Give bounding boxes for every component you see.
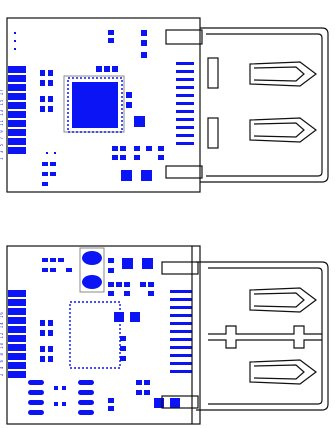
bottom-edge-fingers [8,290,26,378]
top-board [6,17,329,193]
bottom-connector-pins [170,290,192,373]
bottom-components [40,258,180,411]
bottom-board-outline [6,245,201,425]
top-board-outline [6,17,201,193]
top-components [40,30,164,186]
bottom-edge-pin-labels: 2 4 6 8 10 12 14 16 [0,311,4,376]
top-qfn-ic [63,75,125,133]
bottom-crystal [79,247,105,293]
top-connector-body [165,27,329,183]
bottom-board [6,245,329,425]
top-connector-pins [176,62,194,145]
top-via-dots [14,32,56,154]
bottom-connector-body [161,246,329,424]
bottom-capsules [28,380,94,415]
top-edge-fingers [8,66,26,154]
bottom-ic-outline [69,301,121,369]
top-edge-pin-labels: 1 3 5 7 9 11 13 15 17 [0,88,4,160]
